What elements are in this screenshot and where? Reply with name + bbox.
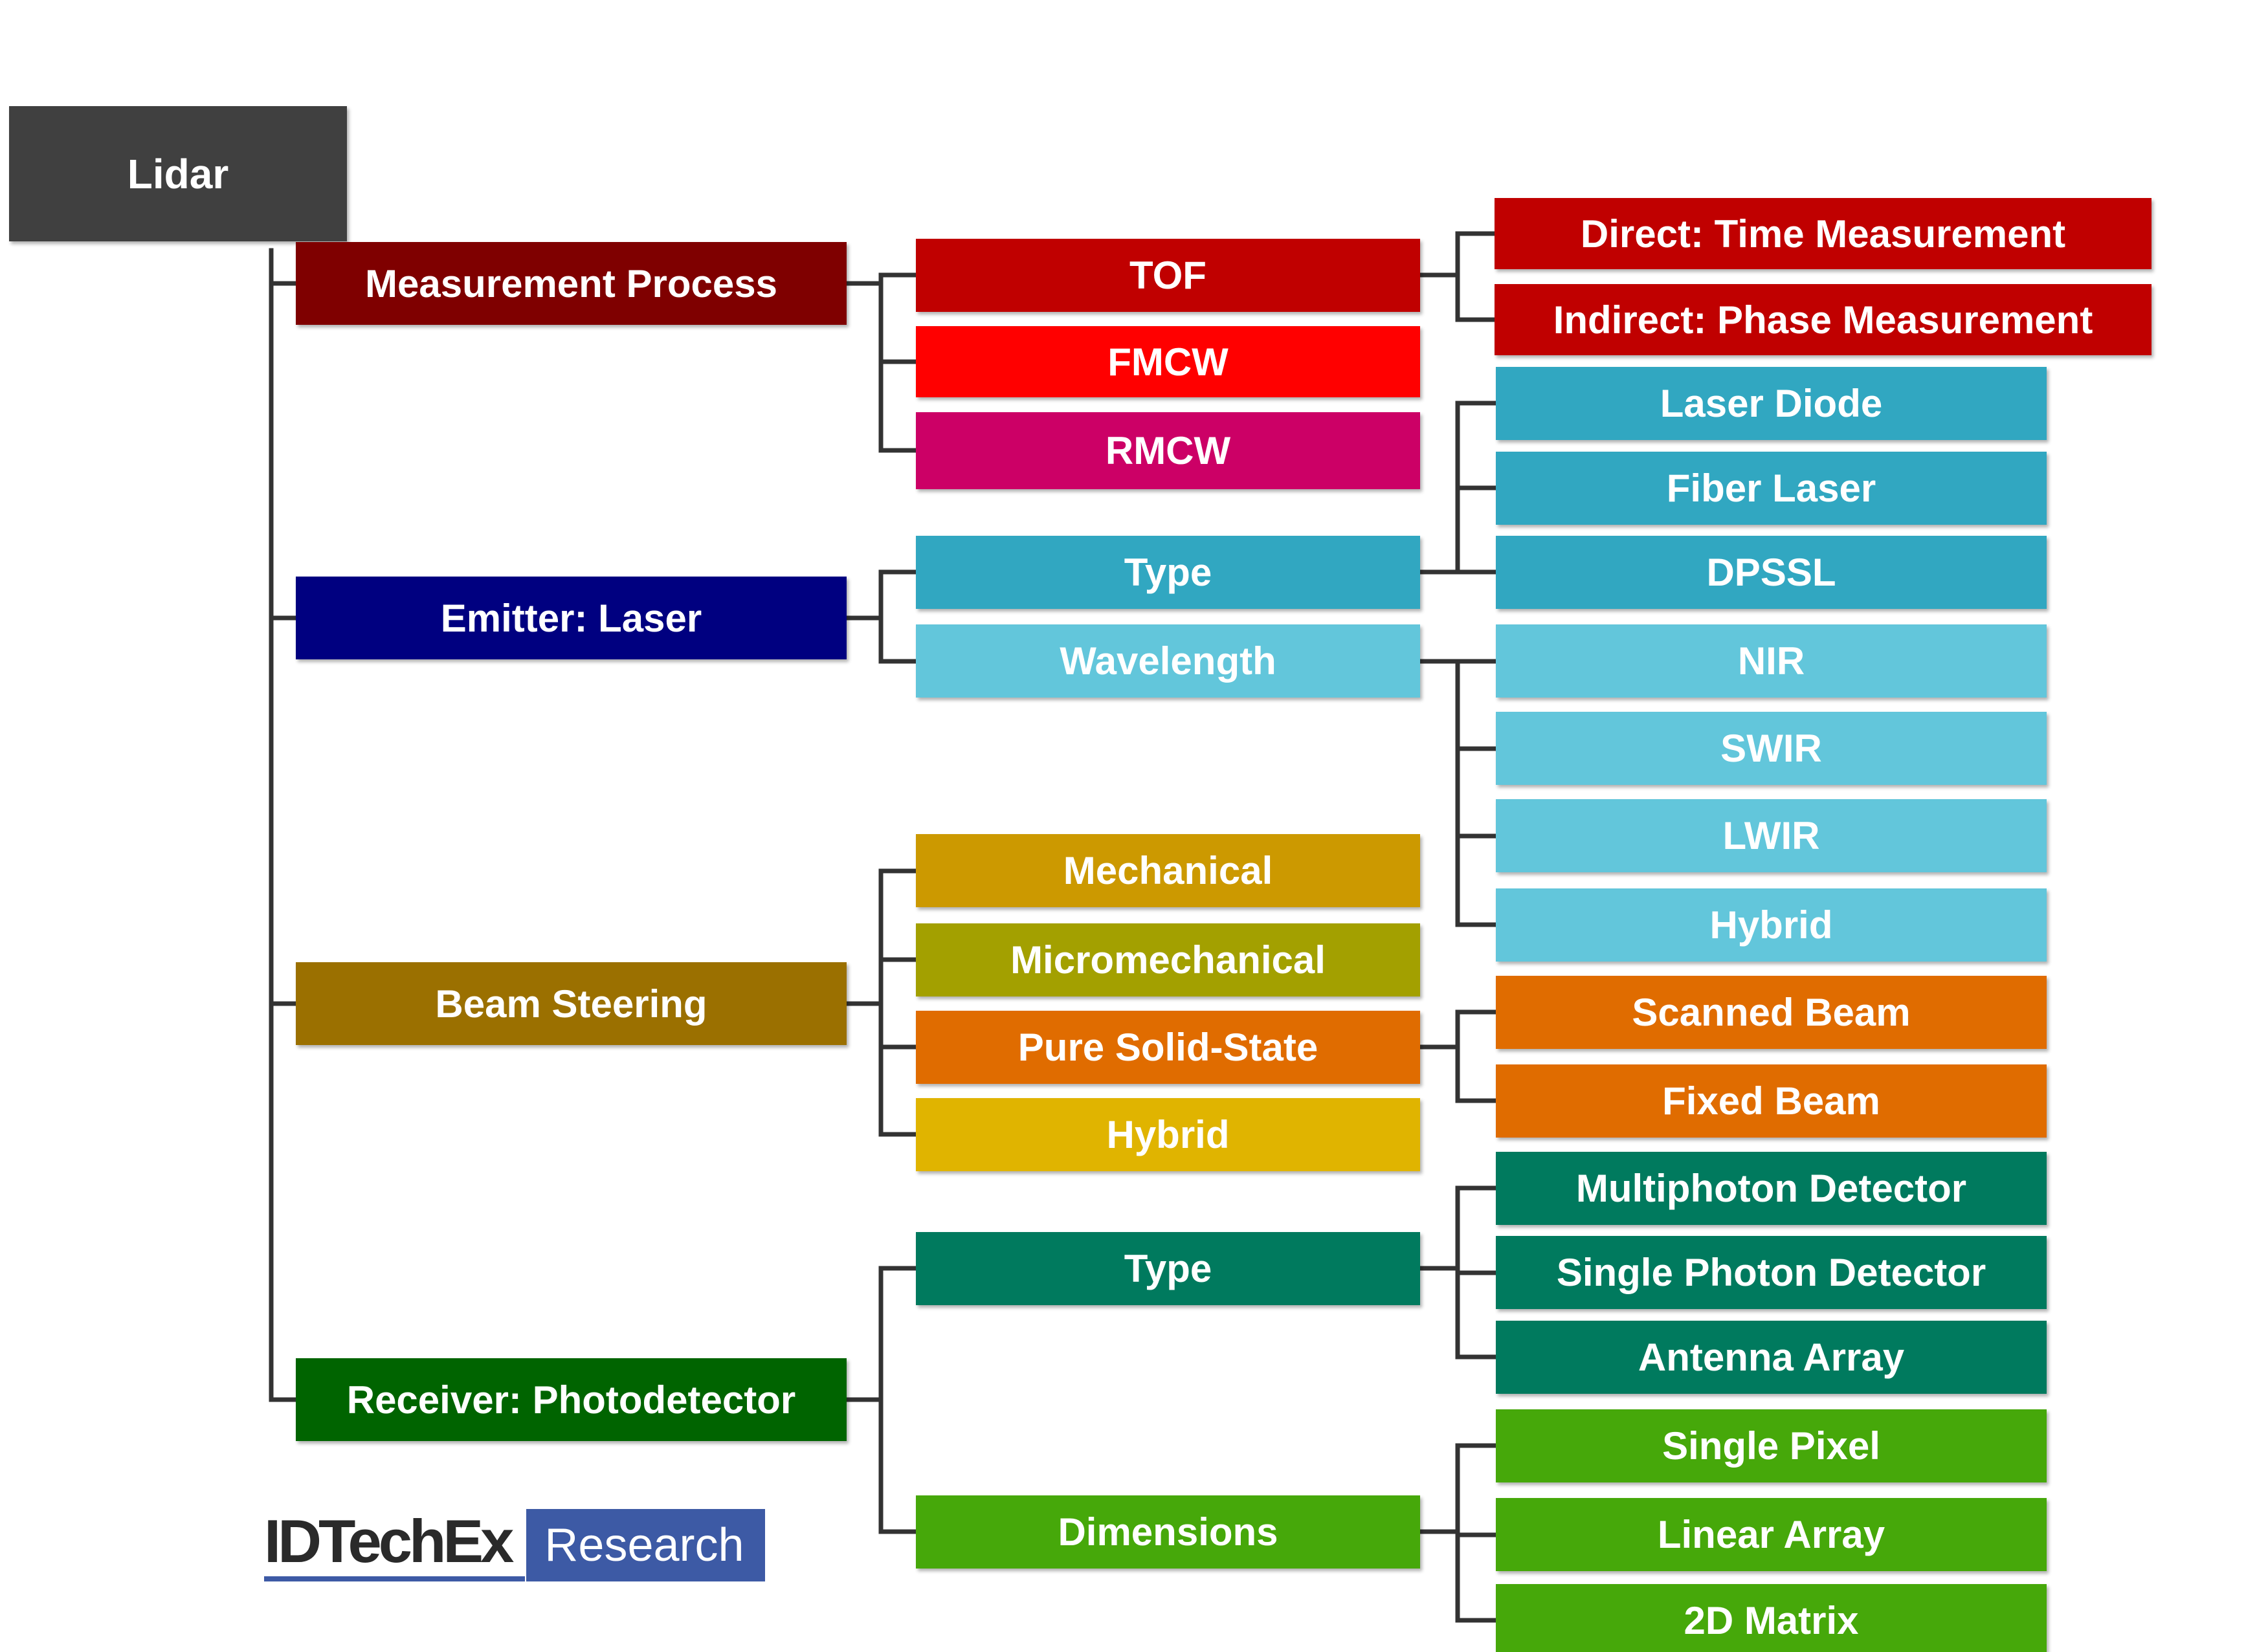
node-micromechanical: Micromechanical — [916, 923, 1420, 997]
idtechex-logo: IDTechEx Research — [264, 1509, 765, 1581]
category-measurement-process: Measurement Process — [296, 242, 847, 325]
leaf-fiber-laser: Fiber Laser — [1496, 452, 2047, 525]
node-wavelength: Wavelength — [916, 624, 1420, 698]
category-receiver-photodetector: Receiver: Photodetector — [296, 1358, 847, 1441]
node-dimensions: Dimensions — [916, 1495, 1420, 1569]
node-tof: TOF — [916, 239, 1420, 312]
leaf-swir: SWIR — [1496, 712, 2047, 785]
leaf-laser-diode: Laser Diode — [1496, 367, 2047, 440]
leaf-lwir: LWIR — [1496, 799, 2047, 872]
category-emitter-laser: Emitter: Laser — [296, 577, 847, 659]
leaf-indirect-phase-measurement: Indirect: Phase Measurement — [1495, 284, 2151, 355]
leaf-dpssl: DPSSL — [1496, 536, 2047, 609]
node-rmcw: RMCW — [916, 412, 1420, 489]
leaf-wavelength-hybrid: Hybrid — [1496, 888, 2047, 962]
leaf-2d-matrix: 2D Matrix — [1496, 1584, 2047, 1652]
leaf-nir: NIR — [1496, 624, 2047, 698]
leaf-direct-time-measurement: Direct: Time Measurement — [1495, 198, 2151, 269]
logo-research-badge: Research — [526, 1509, 765, 1581]
node-emitter-type: Type — [916, 536, 1420, 609]
root-node-lidar: Lidar — [9, 106, 347, 241]
leaf-single-pixel: Single Pixel — [1496, 1409, 2047, 1482]
node-pure-solid-state: Pure Solid-State — [916, 1011, 1420, 1084]
node-fmcw: FMCW — [916, 326, 1420, 397]
leaf-antenna-array: Antenna Array — [1496, 1321, 2047, 1394]
node-mechanical: Mechanical — [916, 834, 1420, 907]
logo-brand-text: IDTechEx — [264, 1509, 526, 1581]
leaf-linear-array: Linear Array — [1496, 1498, 2047, 1571]
node-receiver-type: Type — [916, 1232, 1420, 1305]
leaf-multiphoton-detector: Multiphoton Detector — [1496, 1152, 2047, 1225]
leaf-scanned-beam: Scanned Beam — [1496, 976, 2047, 1049]
leaf-fixed-beam: Fixed Beam — [1496, 1064, 2047, 1138]
leaf-single-photon-detector: Single Photon Detector — [1496, 1236, 2047, 1309]
category-beam-steering: Beam Steering — [296, 962, 847, 1045]
node-steering-hybrid: Hybrid — [916, 1098, 1420, 1171]
